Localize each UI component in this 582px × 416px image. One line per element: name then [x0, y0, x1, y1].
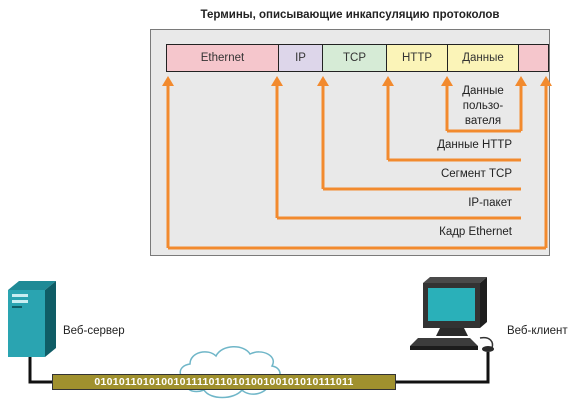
arrowhead [271, 76, 283, 86]
label-ethernet-frame: Кадр Ethernet [439, 226, 512, 238]
server-label: Веб-сервер [63, 325, 125, 337]
field-ip: IP [279, 45, 323, 71]
label-user-data-line3: вателя [464, 115, 502, 127]
field-ethernet: Ethernet [167, 45, 279, 71]
field-data: Данные [448, 45, 519, 71]
ethernet-frame-bar: Ethernet IP TCP HTTP Данные [166, 44, 549, 72]
server-icon [8, 281, 56, 357]
arrowhead [317, 76, 329, 86]
client-computer-icon [410, 277, 494, 352]
arrowhead [382, 76, 394, 86]
arrowhead [441, 76, 453, 86]
diagram-title: Термины, описывающие инкапсуляцию проток… [200, 9, 500, 21]
field-trailer [519, 45, 548, 71]
field-tcp: TCP [323, 45, 387, 71]
client-label: Веб-клиент [507, 325, 568, 337]
label-http-data: Данные HTTP [437, 139, 512, 151]
field-http: HTTP [387, 45, 448, 71]
arrowhead [162, 76, 174, 86]
arrowhead [540, 76, 552, 86]
label-user-data-line2: пользо- [462, 100, 504, 112]
label-user-data-line1: Данные [462, 85, 504, 97]
arrowhead [515, 76, 527, 86]
label-user-data: Данные пользо- вателя [446, 84, 520, 129]
label-tcp-segment: Сегмент TCP [440, 168, 512, 180]
binary-stream: 0101011010100101111011010100100101010111… [52, 374, 396, 390]
label-ip-packet: IP-пакет [468, 197, 512, 209]
